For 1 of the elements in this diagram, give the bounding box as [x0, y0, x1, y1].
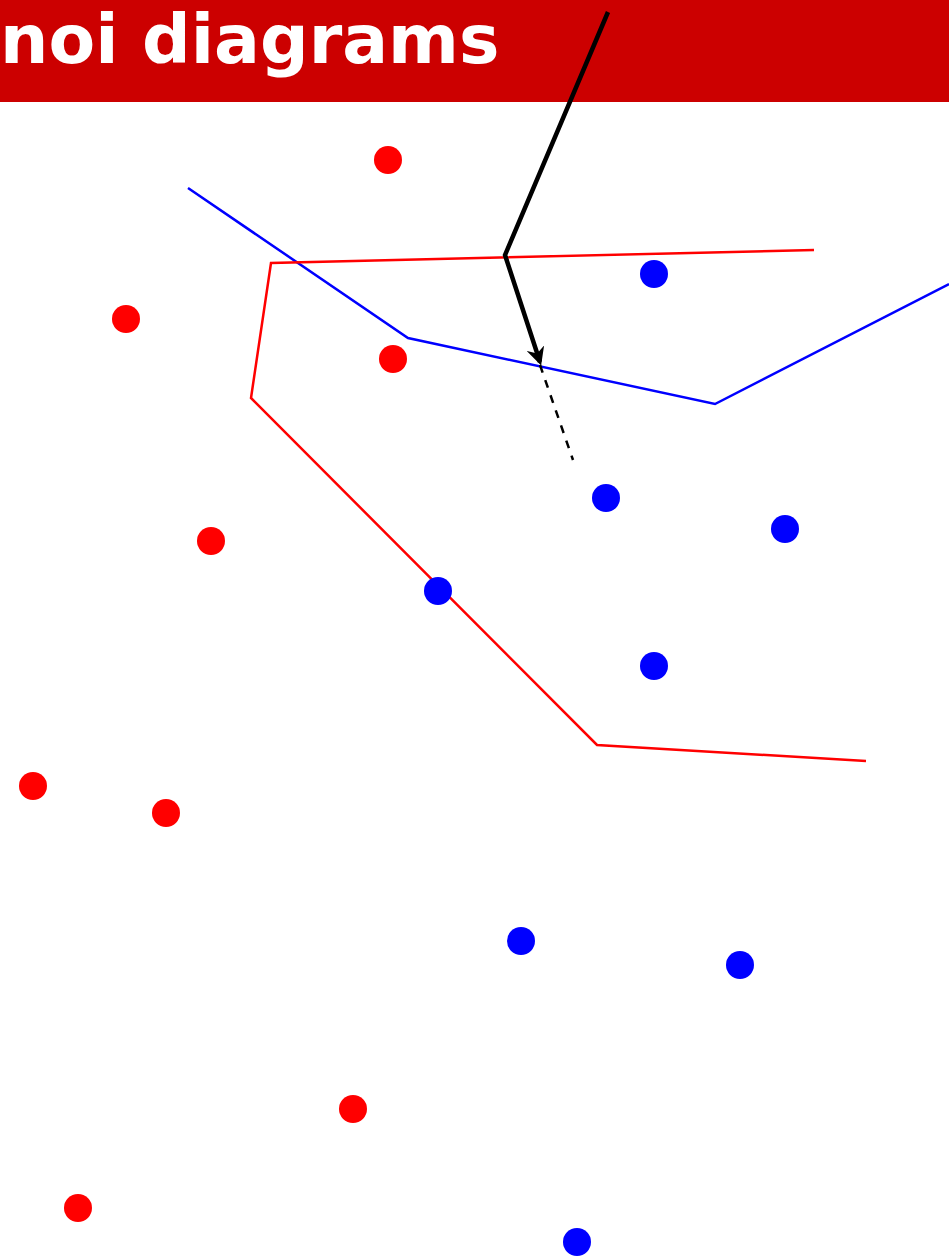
- title: noi diagrams: [0, 0, 500, 80]
